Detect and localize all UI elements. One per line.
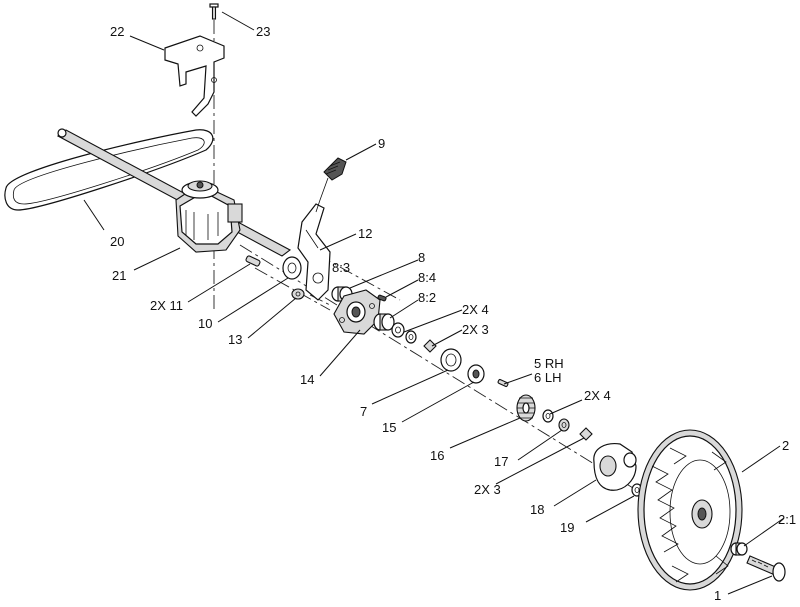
part-21-transmission xyxy=(175,180,243,253)
label-2: 2 xyxy=(782,438,789,453)
part-3-clip-upper xyxy=(423,339,437,353)
label-23: 23 xyxy=(256,24,270,39)
label-8-2: 8:2 xyxy=(418,290,436,305)
part-4-washer-lower xyxy=(542,409,554,423)
part-12-lever xyxy=(297,203,331,301)
part-3-clip-lower xyxy=(579,427,593,441)
part-13-nut xyxy=(291,288,305,300)
label-22: 22 xyxy=(110,24,124,39)
label-2x4-lower: 2X 4 xyxy=(584,388,611,403)
label-6-lh: 6 LH xyxy=(534,370,561,385)
label-2x3-lower: 2X 3 xyxy=(474,482,501,497)
label-13: 13 xyxy=(228,332,242,347)
part-14-housing xyxy=(333,289,381,335)
callout-labels: 22 23 9 12 20 21 8 8:3 8:4 8:2 2X 11 2X … xyxy=(110,24,796,603)
label-7: 7 xyxy=(360,404,367,419)
part-4-washer-upper xyxy=(391,322,417,344)
part-5-6-pawl xyxy=(497,379,509,387)
label-21: 21 xyxy=(112,268,126,283)
label-15: 15 xyxy=(382,420,396,435)
label-8-3: 8:3 xyxy=(332,260,350,275)
label-2-1: 2:1 xyxy=(778,512,796,527)
part-15-washer xyxy=(467,364,485,384)
label-19: 19 xyxy=(560,520,574,535)
label-5-rh: 5 RH xyxy=(534,356,564,371)
part-2-1-bushing xyxy=(730,542,748,556)
label-12: 12 xyxy=(358,226,372,241)
label-8-4: 8:4 xyxy=(418,270,436,285)
part-2-wheel xyxy=(637,429,743,591)
leader-lines xyxy=(83,11,785,595)
part-17-spacer xyxy=(558,418,570,432)
part-20-belt xyxy=(4,129,214,211)
part-8-4-pin xyxy=(377,294,387,302)
label-20: 20 xyxy=(110,234,124,249)
label-1: 1 xyxy=(714,588,721,603)
part-11-bolt xyxy=(245,255,261,267)
label-8: 8 xyxy=(418,250,425,265)
part-18-wheel-cover xyxy=(593,443,637,491)
part-1-bolt xyxy=(746,555,786,582)
label-18: 18 xyxy=(530,502,544,517)
label-17: 17 xyxy=(494,454,508,469)
label-9: 9 xyxy=(378,136,385,151)
label-16: 16 xyxy=(430,448,444,463)
part-7-washer xyxy=(440,348,462,372)
part-9-cable-end xyxy=(315,157,347,213)
part-22-bracket xyxy=(164,35,225,117)
label-2x3-upper: 2X 3 xyxy=(462,322,489,337)
label-14: 14 xyxy=(300,372,314,387)
label-2x4-upper: 2X 4 xyxy=(462,302,489,317)
part-10-ring xyxy=(282,256,302,280)
label-10: 10 xyxy=(198,316,212,331)
label-2x11: 2X 11 xyxy=(150,298,183,313)
part-8-3-bushing xyxy=(331,286,353,302)
part-8-2-bushing xyxy=(373,313,395,331)
part-16-gear xyxy=(516,394,536,422)
part-23-screw xyxy=(209,3,219,20)
